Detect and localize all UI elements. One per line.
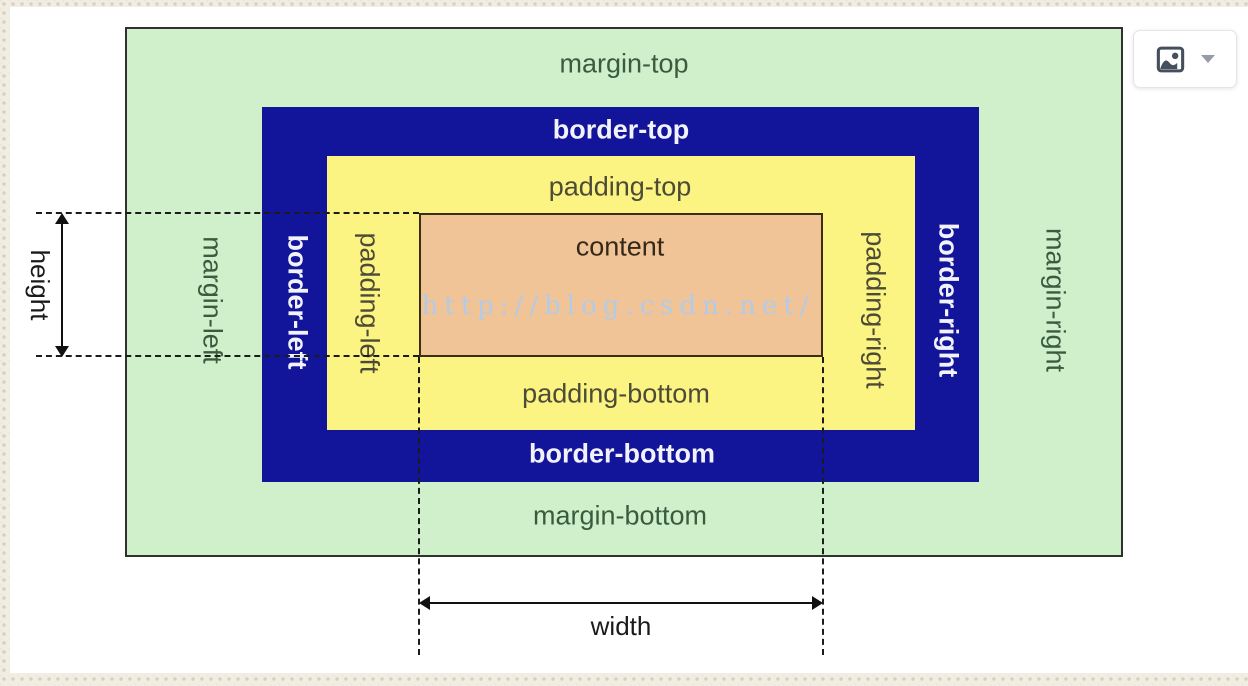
padding-bottom-label: padding-bottom bbox=[522, 378, 710, 409]
padding-right-label: padding-right bbox=[860, 231, 891, 389]
margin-bottom-label: margin-bottom bbox=[532, 500, 708, 531]
border-left-label: border-left bbox=[282, 234, 313, 370]
border-right-label: border-right bbox=[933, 222, 964, 378]
margin-top-label: margin-top bbox=[559, 48, 689, 79]
width-arrow bbox=[428, 602, 814, 604]
content-label: content bbox=[575, 231, 665, 262]
border-top-label: border-top bbox=[552, 114, 690, 145]
arrow-up-icon bbox=[55, 213, 69, 224]
arrow-right-icon bbox=[812, 596, 823, 610]
arrow-left-icon bbox=[419, 596, 430, 610]
height-label: height bbox=[25, 249, 55, 321]
width-guide-line-left bbox=[418, 357, 420, 655]
margin-left-label: margin-left bbox=[197, 236, 228, 364]
height-guide-line-top bbox=[36, 212, 419, 214]
margin-right-label: margin-right bbox=[1040, 227, 1071, 373]
width-guide-line-right bbox=[822, 357, 824, 655]
image-tools-button[interactable] bbox=[1133, 30, 1237, 88]
border-bottom-label: border-bottom bbox=[529, 438, 715, 469]
arrow-down-icon bbox=[55, 346, 69, 357]
height-arrow bbox=[61, 220, 63, 352]
padding-left-label: padding-left bbox=[354, 232, 385, 374]
image-icon bbox=[1155, 44, 1186, 75]
height-guide-line-bottom bbox=[36, 355, 419, 357]
caret-down-icon bbox=[1201, 55, 1215, 63]
content-area-box bbox=[419, 213, 823, 357]
width-label: width bbox=[590, 611, 652, 641]
padding-top-label: padding-top bbox=[548, 171, 692, 202]
watermark-text: http://blog.csdn.net/ bbox=[421, 291, 815, 321]
